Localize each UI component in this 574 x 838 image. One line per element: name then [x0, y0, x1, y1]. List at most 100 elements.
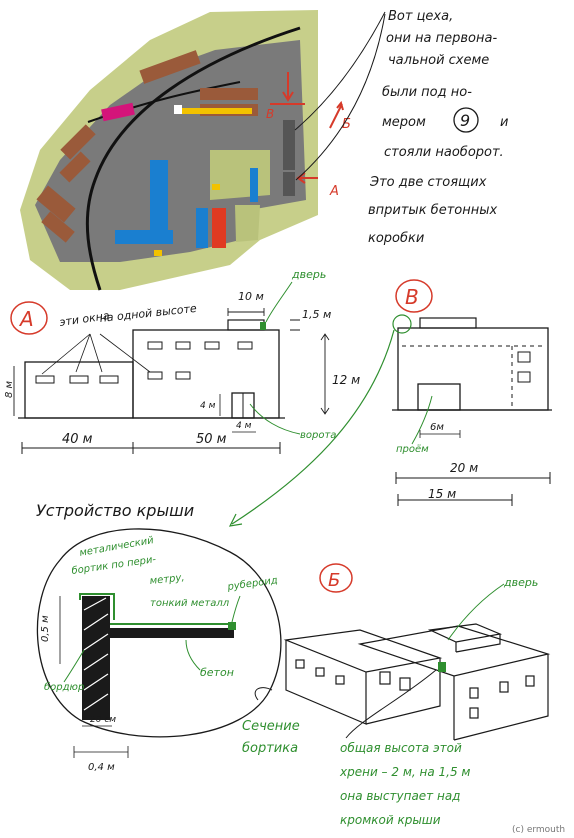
opening-label: проём — [396, 444, 429, 455]
section-label: Сечение — [242, 719, 300, 734]
note-line: мером — [382, 115, 426, 130]
parapet — [82, 596, 110, 720]
map-yellow-small — [212, 184, 220, 190]
leader-v-to-roof — [228, 329, 395, 527]
v-marker — [392, 314, 412, 334]
windows-note: на одной высоте — [99, 302, 198, 325]
map-blue-building — [115, 230, 173, 244]
map-label-v: В — [266, 107, 274, 121]
dim-15m: 15 м — [428, 487, 456, 501]
concrete-label: бетон — [200, 666, 234, 679]
map-yellow-small — [154, 250, 162, 256]
note-line: впритык бетонных — [368, 203, 497, 218]
door-label: дверь — [291, 268, 326, 281]
height-note: она выступает над — [340, 789, 460, 803]
roof-end — [228, 622, 236, 630]
map-workshop — [283, 172, 295, 196]
elevation-a: А эти окна на одной высоте 10 м 1,5 м 12… — [4, 268, 360, 454]
map-arrow-b — [329, 100, 344, 129]
roof-title: Устройство крыши — [36, 501, 194, 520]
note-line: стояли наоборот. — [384, 145, 504, 160]
circled-number: 9 — [460, 111, 470, 130]
map-railway — [85, 26, 301, 291]
v-roof-box — [419, 317, 477, 329]
windows — [35, 341, 253, 384]
border-label: бордюр — [44, 681, 84, 693]
letter-v: В — [405, 285, 419, 309]
roof-door — [260, 322, 266, 330]
height-note: кромкой крыши — [340, 813, 441, 827]
letter-a-ring — [10, 301, 48, 335]
dim-50m: 50 м — [196, 432, 227, 447]
letter-a: А — [18, 307, 34, 331]
low-building — [24, 361, 134, 419]
v-opening — [417, 383, 461, 411]
roof-section: металический бортик по пери- метру, тонк… — [36, 528, 282, 773]
site-map — [20, 10, 318, 291]
note-pointer — [295, 13, 386, 181]
letter-b: Б — [328, 570, 340, 591]
map-grass-island — [210, 150, 270, 200]
elevation-v: В 6м проём 20 м 15 м — [392, 279, 552, 506]
note-line: Вот цеха, — [388, 9, 453, 24]
circled-number-ring — [453, 107, 479, 133]
map-grass-island — [235, 205, 260, 242]
roof-box — [227, 319, 265, 331]
note-line: чальной схеме — [388, 53, 489, 68]
perspective-b: Б дверь Сечение бортика общая высота это… — [242, 563, 551, 827]
dim-20m: 20 м — [450, 461, 478, 475]
map-white-marker — [174, 105, 182, 114]
dim-1-5m: 1,5 м — [302, 308, 331, 321]
section-label: бортика — [242, 741, 298, 756]
height-note: хрени – 2 м, на 1,5 м — [339, 765, 470, 779]
map-notes: Вот цеха, они на первона- чальной схеме … — [368, 9, 508, 246]
v-window — [517, 351, 531, 363]
map-blue-building — [196, 208, 208, 248]
map-blue-building — [150, 160, 168, 242]
v-hidden-line — [402, 345, 546, 410]
dim-4m-w: 4 м — [236, 421, 252, 431]
map-workshop — [283, 120, 295, 170]
door-label-b: дверь — [503, 576, 538, 589]
copyright: (c) ermouth — [512, 825, 565, 835]
dim-8m: 8 м — [4, 380, 15, 398]
dim-20cm: 20 см — [90, 715, 116, 725]
letter-b-ring — [319, 563, 353, 593]
ruberoid-label: рубероид — [226, 574, 279, 593]
map-arrow-v — [282, 72, 294, 102]
metal-note: метру, — [149, 572, 185, 587]
note-line: коробки — [368, 231, 424, 246]
note-line: и — [500, 115, 508, 130]
map-red-building — [212, 208, 226, 248]
dim-12m: 12 м — [332, 373, 360, 387]
dim-4m-h: 4 м — [200, 401, 216, 411]
v-building — [397, 327, 549, 411]
dim-10m: 10 м — [238, 290, 264, 303]
letter-v-ring — [395, 279, 433, 313]
note-line: Это две стоящих — [369, 175, 487, 190]
gate-label: ворота — [300, 430, 336, 441]
dim-40m: 40 м — [62, 432, 93, 447]
note-pointer — [294, 11, 386, 131]
perspective-building — [283, 623, 551, 741]
map-yellow-building — [180, 108, 252, 114]
dim-6m: 6м — [430, 422, 444, 433]
map-label-b: Б — [342, 117, 351, 132]
metal-cap — [79, 593, 115, 620]
map-blue-building — [250, 168, 258, 202]
note-line: были под но- — [382, 85, 472, 100]
perspective-door — [438, 662, 446, 672]
dim-0-5m: 0,5 м — [40, 615, 51, 642]
dim-0-4m: 0,4 м — [88, 762, 115, 773]
parapet-hatch — [83, 597, 109, 711]
height-note: общая высота этой — [340, 741, 462, 755]
thin-metal-label: тонкий металл — [150, 598, 230, 609]
windows-note-arrows — [41, 333, 151, 375]
map-magenta-building — [101, 102, 135, 122]
roof-bubble — [36, 528, 282, 738]
note-line: они на первона- — [386, 31, 497, 46]
map-label-a: А — [329, 184, 339, 199]
v-window — [517, 371, 531, 383]
roof-slab — [110, 628, 234, 638]
